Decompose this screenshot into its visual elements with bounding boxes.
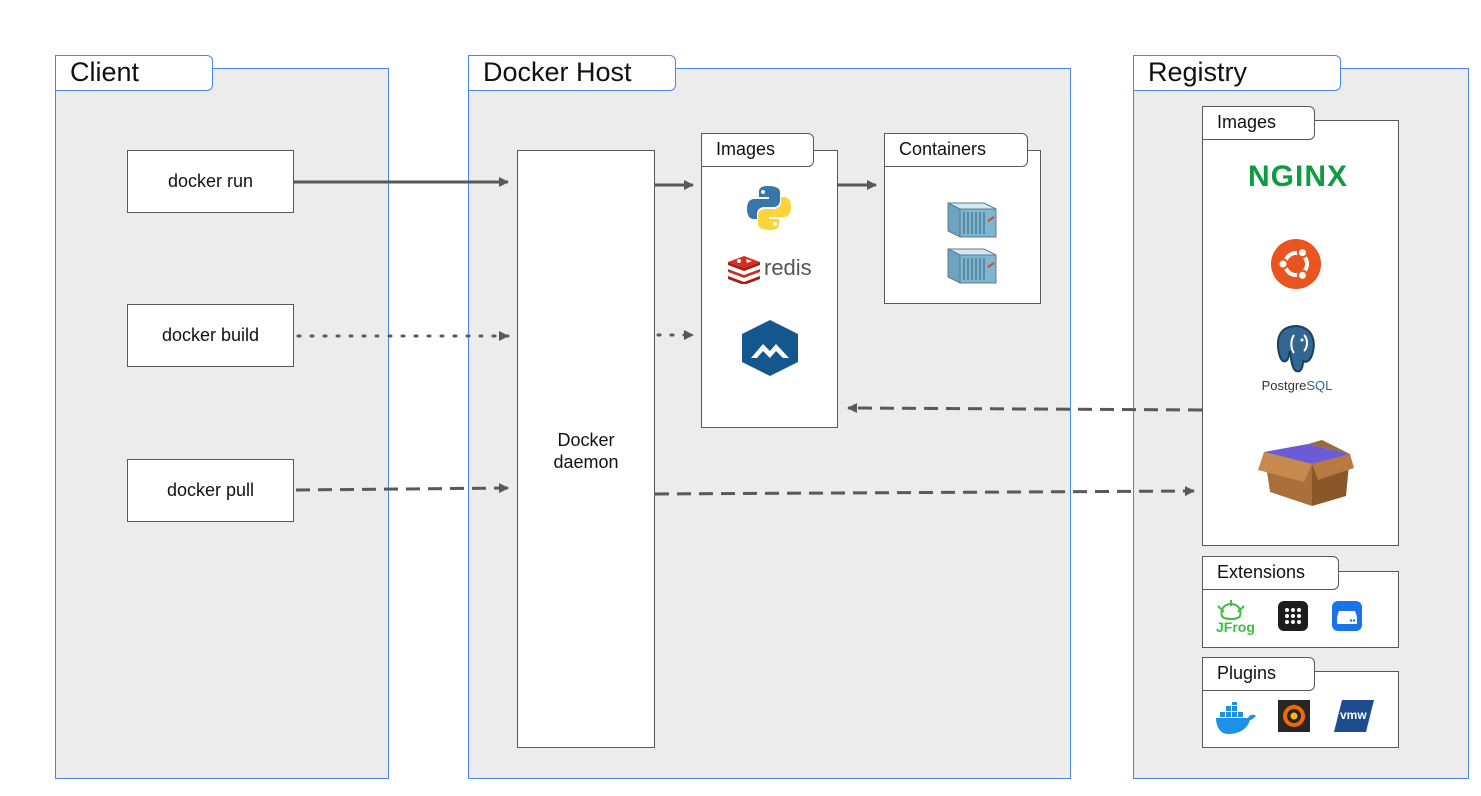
open-box-icon	[1258, 440, 1354, 506]
storage-drive-icon	[1332, 601, 1362, 631]
docker-pull-command[interactable]: docker pull	[127, 459, 294, 522]
docker-whale-icon	[1216, 702, 1256, 734]
docker-run-command[interactable]: docker run	[127, 150, 294, 213]
docker-daemon-label: Docker daemon	[517, 429, 655, 473]
vmware-label: vmw	[1340, 708, 1367, 722]
docker-host-title: Docker Host	[468, 55, 676, 91]
container-icon	[947, 248, 997, 284]
portainer-icon	[742, 320, 798, 376]
docker-daemon-box	[517, 150, 655, 748]
container-icon	[947, 202, 997, 238]
grafana-icon	[1278, 700, 1310, 732]
vmware-icon	[1334, 700, 1374, 732]
redis-label: redis	[764, 255, 812, 280]
client-title: Client	[55, 55, 213, 91]
pull-arrow	[295, 483, 509, 494]
postgresql-label-part2: SQL	[1306, 378, 1333, 393]
containers-title: Containers	[884, 133, 1028, 167]
daemon-label-line2: daemon	[553, 452, 619, 472]
redis-icon	[728, 256, 760, 284]
grid-app-icon	[1278, 601, 1308, 631]
postgresql-label: PostgreSQL	[1242, 378, 1352, 393]
registry-to-images-arrow	[847, 403, 1203, 414]
nginx-logo: NGINX	[1247, 160, 1348, 193]
jfrog-icon	[1217, 600, 1245, 620]
plugins-title: Plugins	[1202, 657, 1315, 691]
extensions-title: Extensions	[1202, 556, 1339, 590]
daemon-label-line1: Docker	[557, 430, 615, 450]
postgresql-label-part1: Postgre	[1261, 378, 1307, 393]
jfrog-label: JFrog	[1216, 619, 1255, 635]
registry-title: Registry	[1133, 55, 1341, 91]
daemon-to-registry-arrow	[654, 486, 1195, 497]
python-icon	[747, 186, 791, 230]
ubuntu-icon	[1271, 239, 1321, 289]
docker-build-command[interactable]: docker build	[127, 304, 294, 367]
postgresql-icon	[1276, 324, 1315, 373]
host-images-title: Images	[701, 133, 814, 167]
registry-images-title: Images	[1202, 106, 1315, 140]
